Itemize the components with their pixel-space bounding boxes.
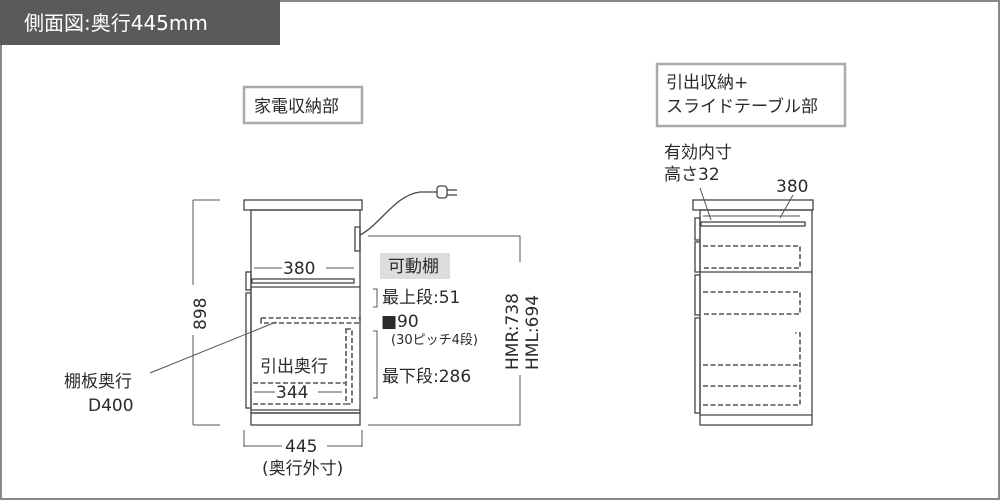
- drawer-front: [694, 241, 701, 273]
- leader-line: [149, 321, 277, 374]
- power-cord: [359, 191, 437, 236]
- shelf-depth-label: 棚板奥行: [64, 372, 132, 392]
- shelf-pitch-note: (30ピッチ4段): [391, 333, 478, 348]
- inner-width-value: 380: [283, 259, 315, 279]
- left-unit-label-box: [242, 85, 364, 125]
- hml-value: HML:694: [523, 295, 543, 370]
- shelf-range-bracket: [373, 288, 378, 399]
- movable-shelf-badge: [380, 253, 450, 279]
- hmr-value: HMR:738: [503, 293, 523, 370]
- drawer-back-dashed: [345, 328, 353, 405]
- right-unit: 引出収納+ スライドテーブル部 有効内寸 高さ32 380: [655, 62, 847, 426]
- inner-height-label: 有効内寸: [664, 143, 732, 163]
- top-shelf: 最上段:51: [382, 288, 460, 308]
- movable-shelf-label: 可動棚: [388, 257, 439, 277]
- height-value: 898: [191, 298, 211, 330]
- drawer-dashed: [703, 245, 801, 269]
- hm-dim-line: [368, 235, 521, 426]
- drawer-depth-label: 引出奥行: [260, 357, 328, 377]
- shelf-pitch: ■90: [381, 312, 419, 332]
- inner-height-value: 高さ32: [664, 165, 720, 185]
- drawer-dashed: [703, 291, 801, 315]
- outer-depth-value: 445: [285, 437, 317, 457]
- leader-line: [779, 194, 794, 219]
- outer-depth-note: (奥行外寸): [262, 459, 343, 479]
- plug-icon: [436, 185, 448, 199]
- slide-table: [700, 221, 806, 227]
- header-bar: [0, 0, 280, 45]
- plinth: [250, 412, 361, 426]
- right-unit-label-2: スライドテーブル部: [666, 96, 818, 117]
- right-unit-label-1: 引出収納+: [666, 73, 748, 93]
- left-unit-label: 家電収納部: [254, 97, 339, 117]
- table-width-value: 380: [776, 177, 808, 197]
- drawer-front: [694, 217, 701, 241]
- shelf-board-dashed: [260, 317, 361, 324]
- drawer-depth-value: 344: [276, 383, 308, 403]
- right-unit-label-box: [655, 62, 847, 128]
- slide-table-front: [245, 271, 252, 291]
- drawer-front: [694, 274, 701, 316]
- left-unit: 家電収納部 380 引出奥行 344 898: [64, 85, 543, 479]
- door-front: [245, 292, 252, 409]
- leader-line: [699, 187, 712, 221]
- bottom-shelf: 最下段:286: [382, 367, 471, 387]
- header-title: 側面図:奥行445mm: [24, 11, 208, 35]
- drawer-front: [694, 317, 701, 414]
- drawer-dashed: [703, 332, 801, 406]
- slide-table: [251, 278, 355, 284]
- outlet: [354, 226, 361, 252]
- shelf-depth-value: D400: [88, 396, 134, 416]
